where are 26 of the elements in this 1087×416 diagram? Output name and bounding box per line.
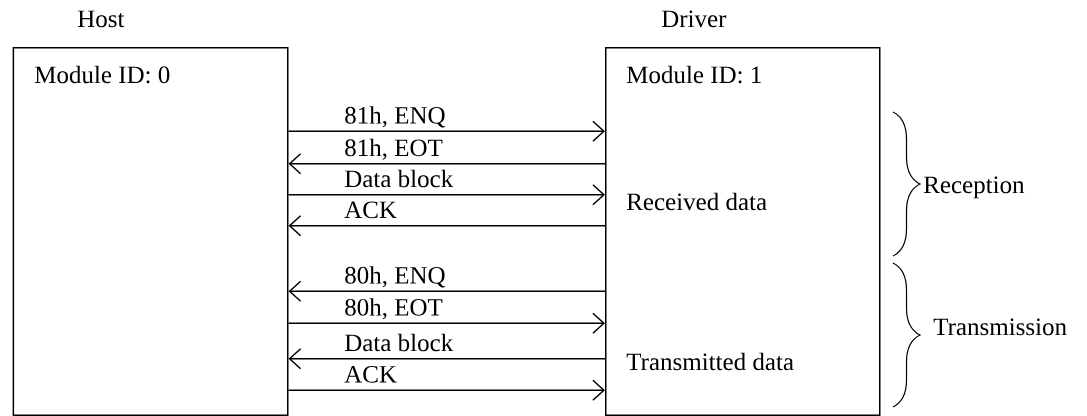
box-heading: Host [77,10,125,28]
edge-label: 80h, ENQ [345,266,446,288]
edge-label: ACK [344,201,397,219]
edge-label: 81h, ENQ [345,106,446,128]
module-id-text: Module ID: 0 [34,65,170,84]
arrow [288,214,606,237]
arrow [288,347,606,370]
module-id-text: Module ID: 1 [626,65,761,84]
box-heading: Driver [661,10,727,28]
arrow [287,183,605,206]
group-label: Transmission [933,318,1067,336]
group-label: Reception [923,176,1025,199]
edge-label: 80h, EOT [345,298,443,320]
module-box [12,10,289,416]
edge-label: ACK [344,365,397,383]
data-text: Received data [626,192,767,211]
edge-label: 81h, EOT [345,138,443,160]
arrow [287,120,605,143]
arrow [288,152,606,175]
data-text: Transmitted data [626,352,794,371]
arrow [287,379,605,402]
arrow [287,312,605,335]
module-box [605,10,881,416]
edge-label: Data block [344,169,454,188]
edge-label: Data block [344,333,454,352]
arrow [288,280,606,303]
